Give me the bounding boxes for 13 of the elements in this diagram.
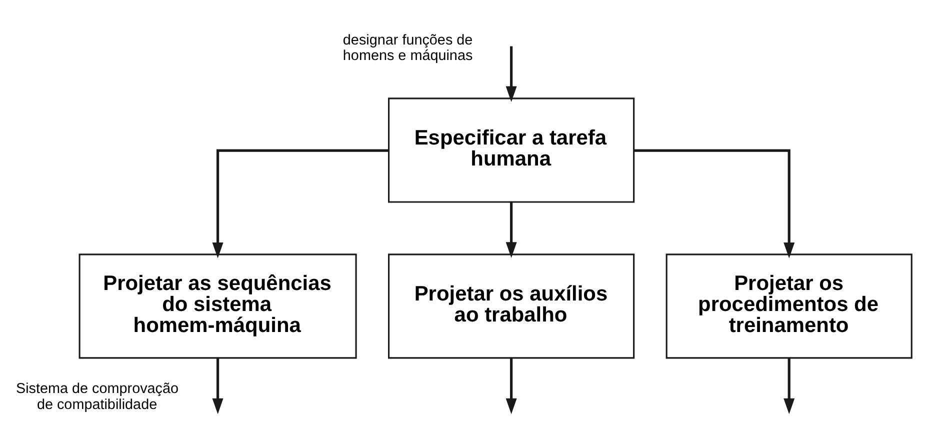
edge-label: Sistema de comprovação de compatibilidade <box>16 381 179 413</box>
arrow <box>506 46 517 102</box>
arrow <box>634 149 795 258</box>
arrow <box>506 202 517 258</box>
node-box: Projetar os auxílios ao trabalho <box>388 254 635 359</box>
edge-label: designar funções de homens e máquinas <box>342 32 473 64</box>
node-box: Projetar as sequências do sistema homem-máquina <box>78 254 357 359</box>
node-box: Projetar os procedimentos de treinamento <box>666 254 912 359</box>
node-box: Especificar a tarefa humana <box>388 98 635 203</box>
arrow <box>784 358 795 414</box>
arrow <box>506 358 517 414</box>
arrow <box>212 149 389 258</box>
arrow <box>212 358 224 414</box>
